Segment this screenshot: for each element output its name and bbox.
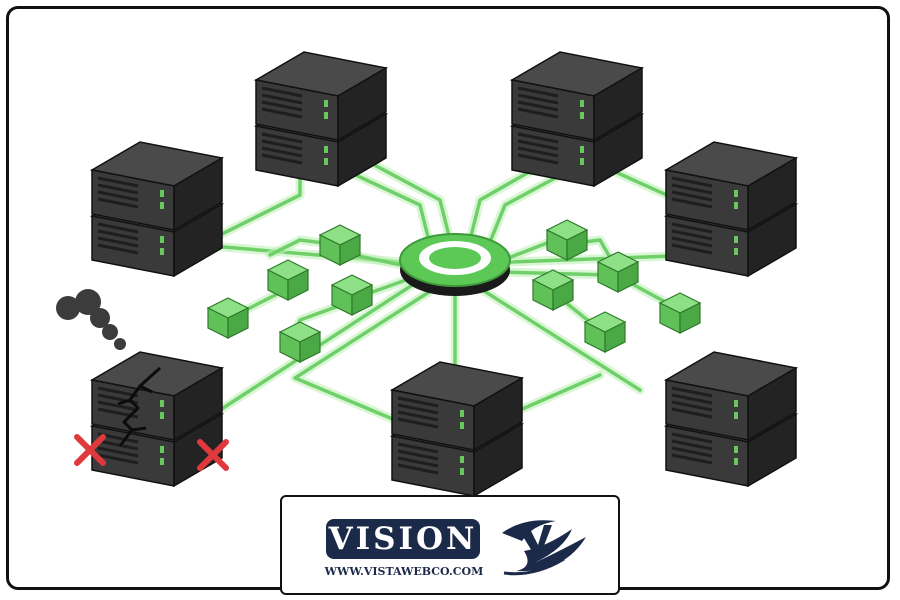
server-led <box>580 112 584 119</box>
brand-emblem-icon <box>502 520 586 576</box>
servers <box>89 51 799 498</box>
data-block-cube <box>531 269 575 311</box>
network-link <box>488 168 572 244</box>
data-block-cube <box>583 311 627 353</box>
server-led <box>160 236 164 243</box>
server-led <box>160 446 164 453</box>
server-right-lower <box>663 351 799 488</box>
server-led <box>580 158 584 165</box>
server-bottom-left <box>89 351 225 488</box>
data-block-cube <box>266 259 310 301</box>
central-hub <box>399 233 511 296</box>
data-block-cube <box>206 297 250 339</box>
server-led <box>734 400 738 407</box>
data-blocks <box>206 219 702 363</box>
network-link <box>518 373 602 412</box>
data-block-cube <box>658 292 702 334</box>
server-led <box>160 202 164 209</box>
brand-logo-box: VISION WWW.VISTAWEBCO.COM <box>280 495 620 595</box>
x-mark-icon <box>197 439 229 471</box>
network-link <box>293 283 442 422</box>
server-led <box>580 100 584 107</box>
crack-icon <box>117 366 162 447</box>
server-led <box>324 100 328 107</box>
server-led <box>734 458 738 465</box>
server-led <box>160 458 164 465</box>
server-led <box>160 190 164 197</box>
server-led <box>734 202 738 209</box>
brand-url: WWW.VISTAWEBCO.COM <box>324 565 484 578</box>
server-right-upper <box>663 141 799 278</box>
server-top-center-right <box>509 51 645 188</box>
server-led <box>324 146 328 153</box>
brand-wordmark: VISION <box>326 519 480 559</box>
server-led <box>734 190 738 197</box>
server-led <box>160 248 164 255</box>
network-link <box>363 158 452 242</box>
server-top-left <box>89 141 225 278</box>
data-block-cube <box>545 219 589 261</box>
server-led <box>580 146 584 153</box>
server-led <box>734 236 738 243</box>
network-link <box>343 168 432 247</box>
server-led <box>734 248 738 255</box>
server-led <box>460 410 464 417</box>
server-led <box>460 456 464 463</box>
image-frame <box>6 6 890 590</box>
smoke-icon <box>56 289 126 350</box>
data-block-cube <box>596 251 640 293</box>
data-block-cube <box>330 274 374 316</box>
server-led <box>324 112 328 119</box>
server-led <box>324 158 328 165</box>
server-led <box>734 446 738 453</box>
network-link <box>468 280 642 392</box>
data-block-cube <box>278 321 322 363</box>
failure-indicators <box>56 289 229 471</box>
data-block-cube <box>318 224 362 266</box>
server-led <box>460 422 464 429</box>
hub-center <box>429 247 481 269</box>
server-bottom-center <box>389 361 525 498</box>
server-top-center-left <box>253 51 389 188</box>
server-led <box>160 400 164 407</box>
server-led <box>160 412 164 419</box>
server-led <box>460 468 464 475</box>
server-led <box>734 412 738 419</box>
x-mark-icon <box>74 434 106 466</box>
